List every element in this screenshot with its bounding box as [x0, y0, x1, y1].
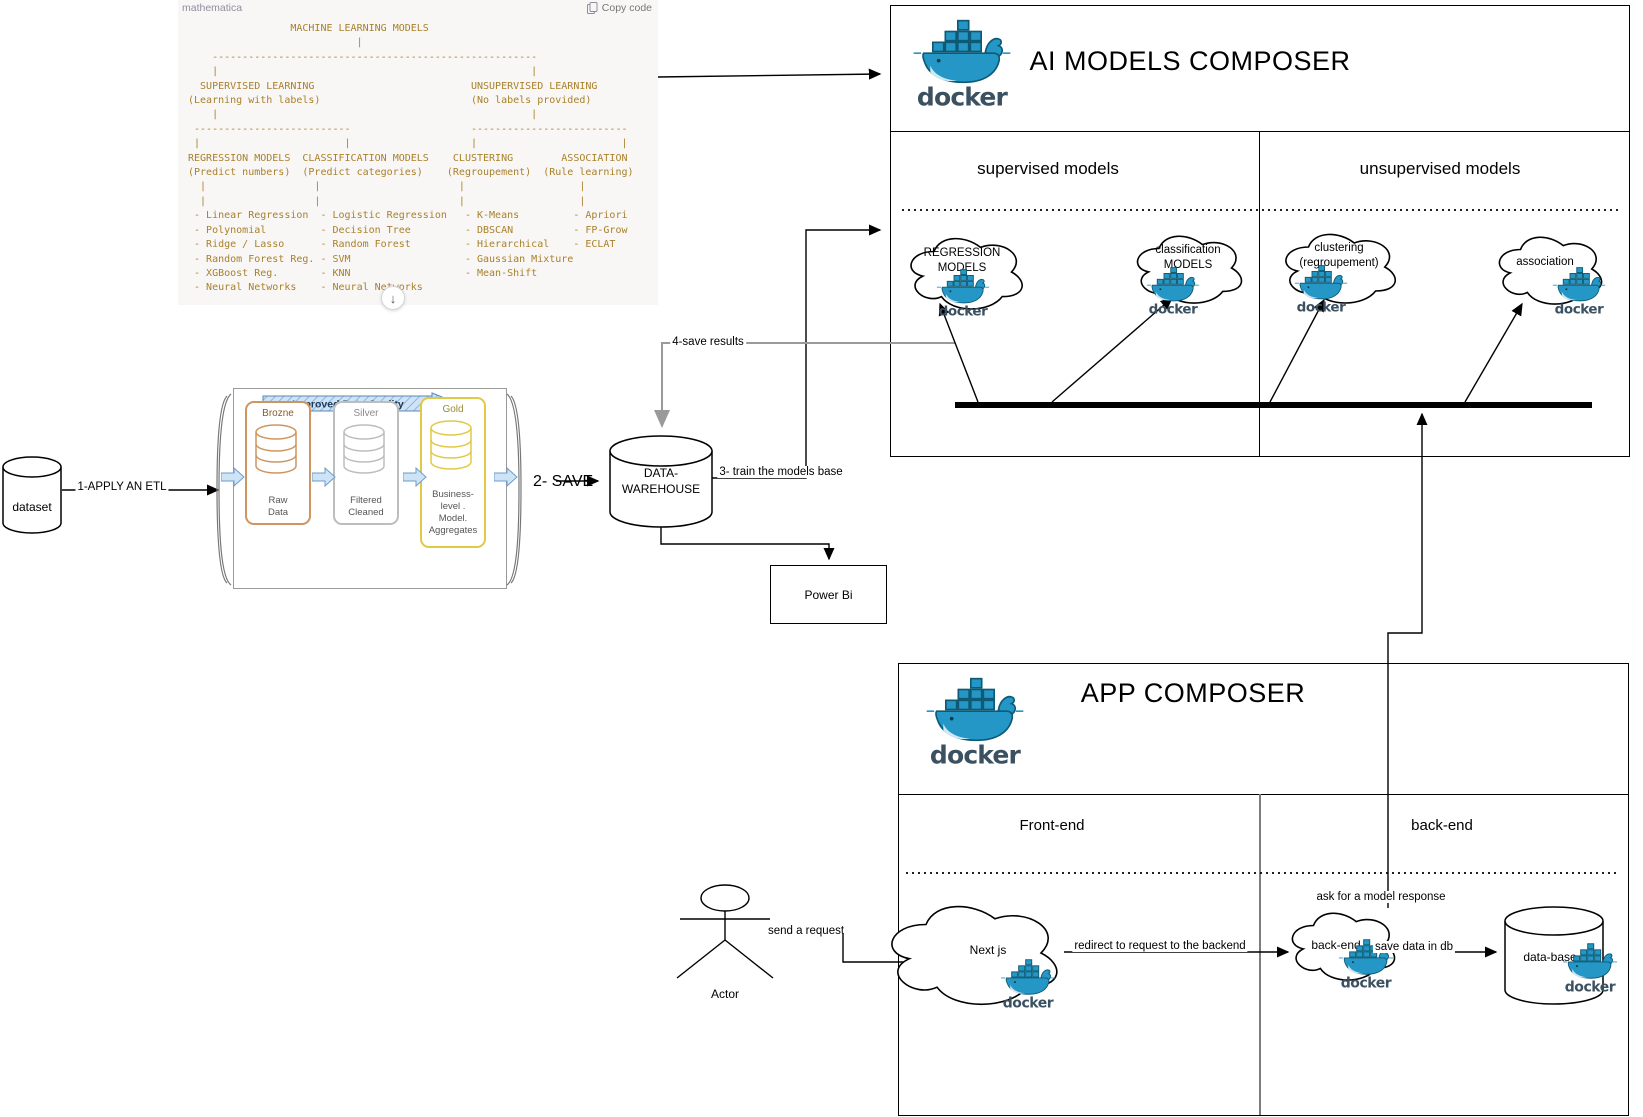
edge-save-results: [654, 342, 955, 428]
edge-warehouse-to-powerbi: [660, 527, 835, 561]
ask-model-label: ask for a model response: [1314, 891, 1448, 903]
docker-whale-classification: [1146, 264, 1200, 318]
powerbi-box: Power Bi: [770, 565, 887, 624]
silver-database-icon: [343, 424, 385, 474]
send-request-label: send a request: [767, 925, 845, 937]
copy-code-button[interactable]: Copy code: [586, 2, 652, 14]
nextjs-label: Next js: [969, 943, 1007, 957]
unsupervised-section-label: unsupervised models: [1359, 159, 1521, 178]
dataset-cylinder: [2, 456, 62, 534]
docker-whale-clustering: [1294, 262, 1348, 316]
dataset-label: dataset: [12, 500, 52, 514]
gold-card-line: level .: [440, 501, 466, 512]
ai-composer-column-divider: [1259, 131, 1260, 456]
warehouse-label-1: DATA-: [643, 466, 679, 480]
silver-card-line: Filtered: [350, 495, 382, 506]
edge-send-request: [842, 934, 930, 968]
bronze-card-line: Data: [267, 507, 289, 518]
redirect-label: redirect to request to the backend: [1072, 940, 1248, 952]
flow-arrow-icon: [221, 467, 245, 487]
app-composer-title: APP COMPOSER: [1080, 678, 1306, 708]
gold-card-title: Gold: [442, 404, 464, 415]
save-label: 2- SAVE: [533, 473, 594, 490]
data-warehouse-cylinder: [609, 435, 713, 528]
docker-whale-nextjs: [1000, 956, 1056, 1012]
supervised-section-label: supervised models: [977, 159, 1119, 178]
backend-cloud-label: back-end: [1311, 938, 1361, 952]
app-composer-column-divider: [1259, 794, 1261, 1115]
docker-whale-regression: [936, 266, 990, 320]
code-block: mathematica Copy code MACHINE LEARNING M…: [178, 0, 658, 305]
edge-train-models: [712, 224, 882, 479]
ai-composer-title-row: [891, 6, 1629, 132]
medallion-image-frame: [233, 388, 507, 589]
code-language-label: mathematica: [182, 2, 243, 14]
silver-card-title: Silver: [353, 408, 379, 419]
app-composer-title-row: [899, 664, 1628, 795]
bronze-card-title: Brozne: [262, 408, 294, 419]
train-label: 3- train the models base: [717, 466, 845, 478]
copy-code-label: Copy code: [601, 2, 652, 14]
database-label: data-base: [1523, 950, 1577, 964]
ml-models-ascii-tree: MACHINE LEARNING MODELS | --------------…: [188, 23, 634, 294]
classification-cloud-label-1: classification: [1155, 244, 1221, 256]
app-composer-box: [898, 663, 1629, 1116]
regression-cloud-label-2: MODELS: [937, 262, 987, 274]
silver-card-line: Cleaned: [348, 507, 384, 518]
frontend-section-label: Front-end: [1019, 817, 1085, 834]
edge-ask-model-response: [1387, 412, 1428, 908]
bronze-database-icon: [255, 424, 297, 474]
ai-composer-box: [890, 5, 1630, 457]
actor-label: Actor: [710, 987, 740, 1001]
gold-card: Gold Business- level . Model. Aggregates: [420, 397, 486, 548]
scroll-down-button[interactable]: ↓: [381, 286, 405, 310]
regression-cloud-label-1: REGRESSION: [923, 247, 1001, 259]
docker-whale-association: [1552, 264, 1606, 318]
powerbi-label: Power Bi: [804, 587, 853, 602]
edge-tree-to-ai-composer: [657, 68, 882, 80]
warehouse-label-2: WAREHOUSE: [621, 482, 701, 496]
edge-bar-to-clustering: [1269, 298, 1325, 403]
copy-icon: [586, 2, 598, 14]
actor-figure: [676, 884, 774, 979]
association-cloud-label: association: [1516, 256, 1574, 268]
ai-composer-title: AI MODELS COMPOSER: [1029, 46, 1351, 76]
etl-label: 1-APPLY AN ETL: [75, 481, 169, 493]
medallion-brackets: [216, 393, 522, 586]
gold-card-line: Business-: [432, 489, 474, 500]
save-db-label: save data in db: [1372, 941, 1456, 953]
flow-arrow-icon: [403, 467, 427, 487]
flow-arrow-icon: [494, 467, 518, 487]
docker-whale-database: [1562, 940, 1618, 996]
edge-bar-to-association: [1464, 302, 1523, 403]
gold-card-line: Model.: [438, 513, 468, 524]
flow-arrow-icon: [312, 467, 336, 487]
backend-section-label: back-end: [1411, 817, 1473, 834]
save-results-label: 4-save results: [670, 336, 746, 348]
clustering-cloud-label-1: clustering: [1314, 242, 1364, 254]
gold-card-line: Aggregates: [428, 525, 478, 536]
gold-database-icon: [430, 420, 472, 470]
bronze-card-line: Raw: [268, 495, 288, 506]
edge-bar-to-regression: [938, 302, 979, 403]
